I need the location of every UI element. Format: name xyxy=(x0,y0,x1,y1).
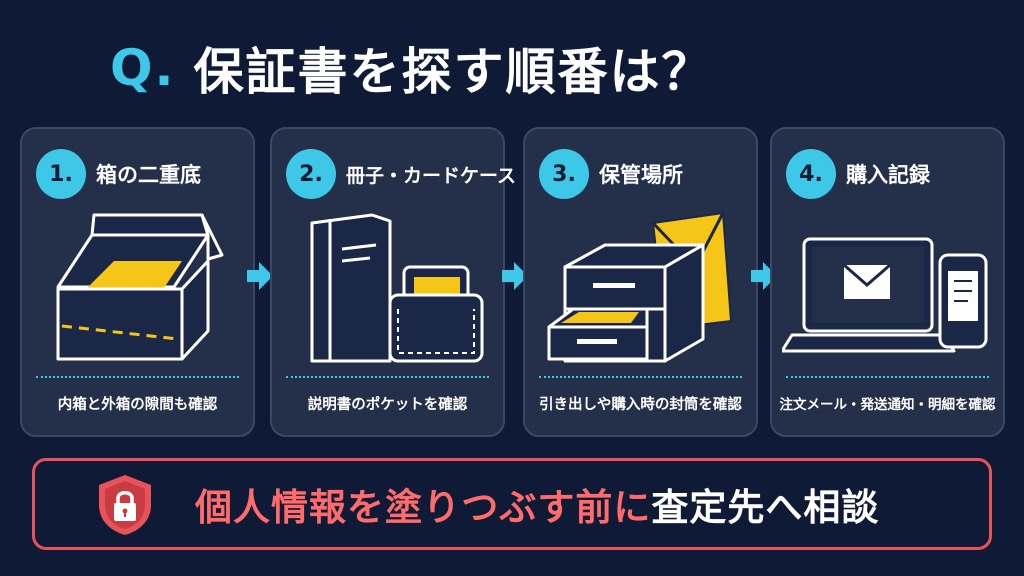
step-title-4: 購入記録 xyxy=(846,163,930,187)
step-divider-2 xyxy=(286,376,489,378)
step-number-3: 3. xyxy=(539,149,589,199)
shield-lock-icon xyxy=(99,475,151,535)
step-header-2: 2. 冊子・カードケース xyxy=(286,149,516,199)
warning-banner: 個人情報を塗りつぶす前に査定先へ相談 xyxy=(32,458,992,550)
step-card-2: 2. 冊子・カードケース 説明書のポケットを確認 xyxy=(270,127,516,437)
step-desc-4: 注文メール・発送通知・明細を確認 xyxy=(779,397,996,413)
step-desc-2: 説明書のポケットを確認 xyxy=(307,397,468,413)
arrow-right-icon xyxy=(247,262,273,290)
step-divider-4 xyxy=(786,376,989,378)
title-text: 保証書を探す順番は？ xyxy=(193,43,714,101)
booklet-card-case-icon xyxy=(310,213,484,363)
step-number-4: 4. xyxy=(786,149,836,199)
laptop-phone-icon xyxy=(782,237,988,353)
drawer-envelope-icon xyxy=(547,211,733,363)
banner-highlight-text: 個人情報を塗りつぶす前に xyxy=(195,486,652,529)
step-title-3: 保管場所 xyxy=(599,163,683,187)
step-card-4: 4. 購入記録 注文メール・発送通知・明細を確認 xyxy=(770,127,1005,437)
step-desc-1: 内箱と外箱の隙間も確認 xyxy=(57,397,218,413)
arrow-right-icon xyxy=(751,262,777,290)
step-title-2: 冊子・カードケース xyxy=(346,164,517,187)
step-divider-3 xyxy=(539,376,742,378)
step-divider-1 xyxy=(36,376,239,378)
page-title: Q. 保証書を探す順番は？ xyxy=(110,32,714,104)
banner-text: 個人情報を塗りつぶす前に査定先へ相談 xyxy=(195,461,879,547)
step-header-4: 4. 購入記録 xyxy=(786,149,930,199)
step-header-3: 3. 保管場所 xyxy=(539,149,683,199)
banner-normal-text: 査定先へ相談 xyxy=(651,486,880,529)
step-card-3: 3. 保管場所 引き出しや購入時の封筒を確認 xyxy=(523,127,758,437)
step-title-1: 箱の二重底 xyxy=(96,163,201,187)
arrow-right-icon xyxy=(502,262,528,290)
step-number-1: 1. xyxy=(36,149,86,199)
step-header-1: 1. 箱の二重底 xyxy=(36,149,201,199)
step-desc-3: 引き出しや購入時の封筒を確認 xyxy=(539,397,742,413)
question-mark-label: Q. xyxy=(110,39,176,97)
step-number-2: 2. xyxy=(286,149,336,199)
box-icon xyxy=(56,213,224,361)
step-card-1: 1. 箱の二重底 内箱と外箱の隙間も確認 xyxy=(20,127,255,437)
